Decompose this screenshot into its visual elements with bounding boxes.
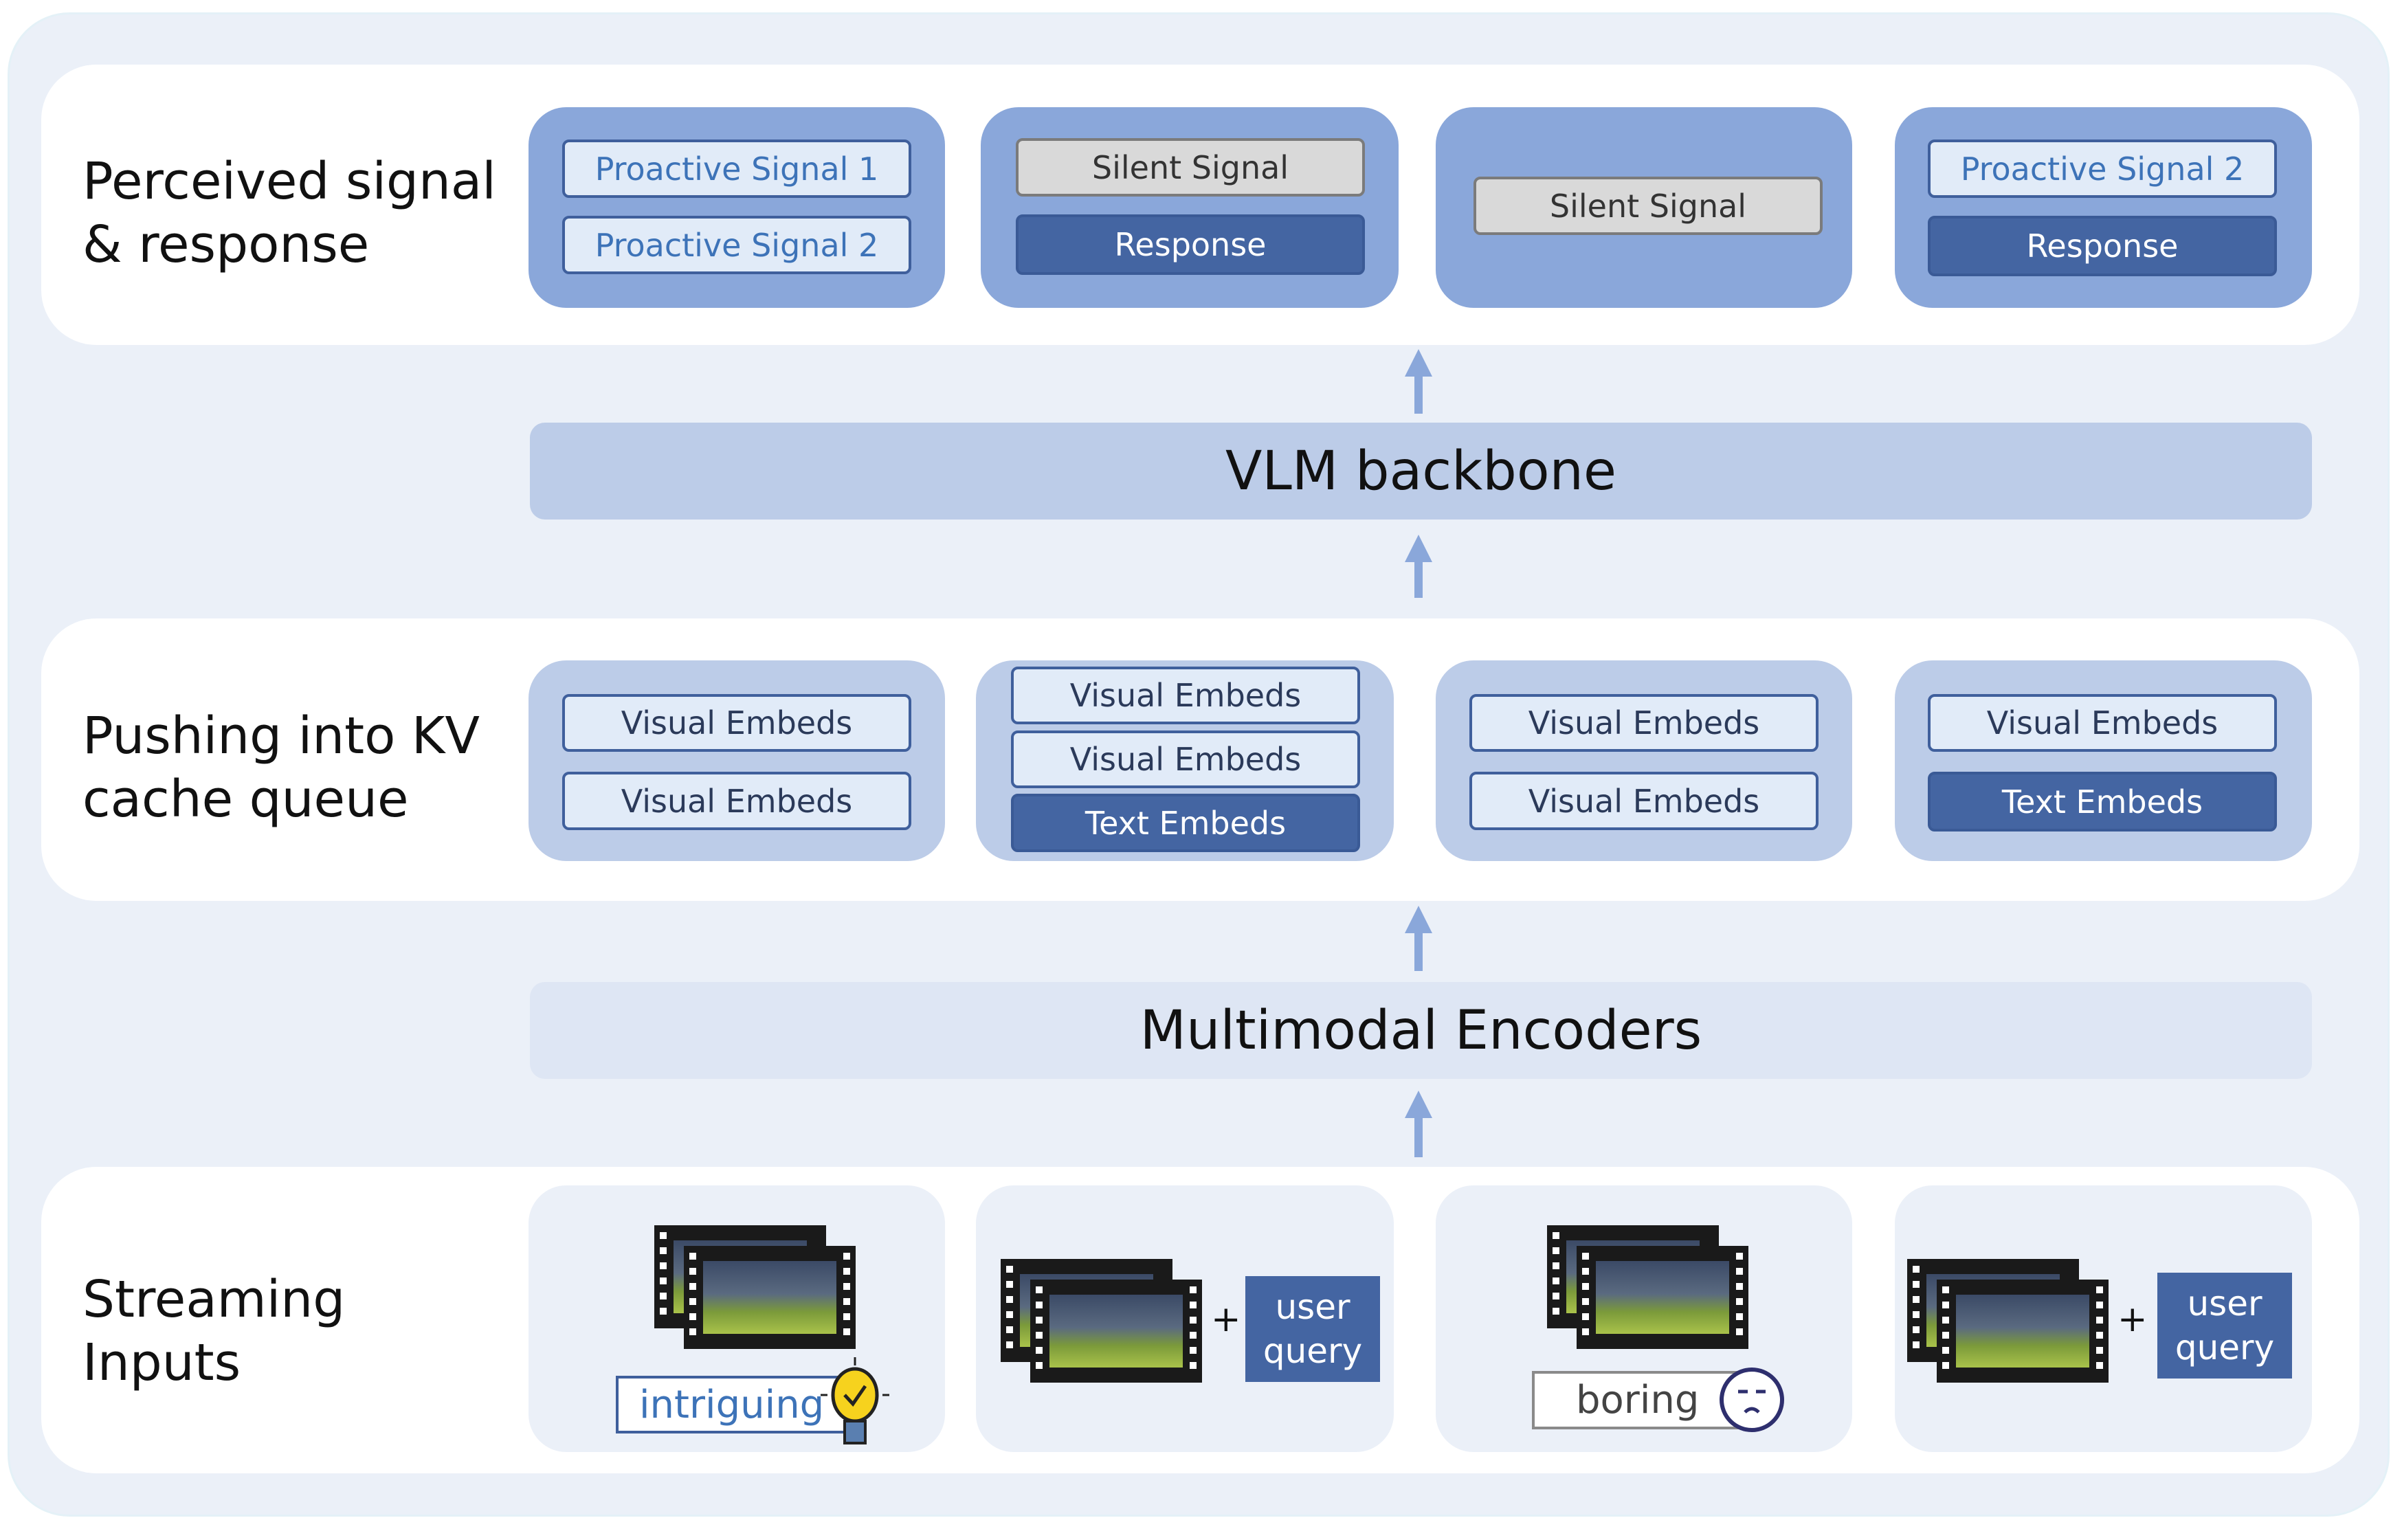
proactive-signal-box: Proactive Signal 2: [1928, 140, 2277, 198]
perceived-card-4: Proactive Signal 2 Response: [1895, 107, 2312, 308]
kv-card-1: Visual Embeds Visual Embeds: [529, 660, 945, 861]
plus-sign: +: [2117, 1299, 2148, 1340]
arrow-up-icon: [1405, 906, 1432, 933]
user-query-line: user: [1275, 1287, 1350, 1327]
bored-face-icon: [1720, 1368, 1784, 1432]
proactive-signal-box: Proactive Signal 1: [562, 140, 911, 198]
label-line: Streaming: [82, 1270, 346, 1329]
user-query-line: user: [2187, 1284, 2262, 1324]
visual-embeds-box: Visual Embeds: [1928, 694, 2277, 752]
arrow-shaft: [1414, 375, 1423, 414]
visual-embeds-box: Visual Embeds: [1011, 730, 1360, 788]
text-embeds-box: Text Embeds: [1928, 772, 2277, 832]
arrow-up-icon: [1405, 535, 1432, 562]
arrow-up-icon: [1405, 349, 1432, 377]
arrow-shaft: [1414, 560, 1423, 598]
plus-sign: +: [1211, 1299, 1241, 1340]
label-line: Inputs: [82, 1333, 241, 1392]
arrow-shaft: [1414, 931, 1423, 971]
arrow-shaft: [1414, 1116, 1423, 1157]
label-line: Perceived signal: [82, 152, 496, 211]
visual-embeds-box: Visual Embeds: [562, 772, 911, 830]
label-line: Pushing into KV: [82, 706, 480, 766]
label-line: & response: [82, 215, 370, 274]
visual-embeds-box: Visual Embeds: [1469, 772, 1819, 830]
response-box: Response: [1928, 216, 2277, 276]
streaming-card-4: + user query: [1895, 1185, 2312, 1452]
text-embeds-box: Text Embeds: [1011, 794, 1360, 852]
kv-card-4: Visual Embeds Text Embeds: [1895, 660, 2312, 861]
intriguing-tag: intriguing: [616, 1376, 849, 1433]
vlm-backbone: VLM backbone: [530, 423, 2312, 520]
boring-tag: boring: [1532, 1371, 1746, 1429]
perceived-card-2: Silent Signal Response: [981, 107, 1399, 308]
visual-embeds-box: Visual Embeds: [562, 694, 911, 752]
user-query-line: query: [2175, 1328, 2275, 1368]
visual-embeds-box: Visual Embeds: [1469, 694, 1819, 752]
perceived-card-3: Silent Signal: [1436, 107, 1852, 308]
visual-embeds-box: Visual Embeds: [1011, 667, 1360, 724]
silent-signal-box: Silent Signal: [1016, 138, 1365, 197]
kv-card-3: Visual Embeds Visual Embeds: [1436, 660, 1852, 861]
multimodal-encoders: Multimodal Encoders: [530, 982, 2312, 1079]
streaming-card-1: intriguing: [529, 1185, 945, 1452]
arrow-up-icon: [1405, 1091, 1432, 1118]
user-query-box: user query: [2157, 1273, 2292, 1379]
user-query-line: query: [1263, 1331, 1363, 1371]
lightbulb-check-icon: [821, 1357, 889, 1444]
perceived-card-1: Proactive Signal 1 Proactive Signal 2: [529, 107, 945, 308]
proactive-signal-box: Proactive Signal 2: [562, 216, 911, 274]
label-line: cache queue: [82, 770, 409, 829]
user-query-box: user query: [1245, 1276, 1380, 1382]
perceived-label: Perceived signal& response: [82, 150, 496, 276]
streaming-card-2: + user query: [976, 1185, 1394, 1452]
kv-card-2: Visual Embeds Visual Embeds Text Embeds: [976, 660, 1394, 861]
response-box: Response: [1016, 214, 1365, 275]
streaming-card-3: boring: [1436, 1185, 1852, 1452]
silent-signal-box: Silent Signal: [1474, 177, 1823, 235]
